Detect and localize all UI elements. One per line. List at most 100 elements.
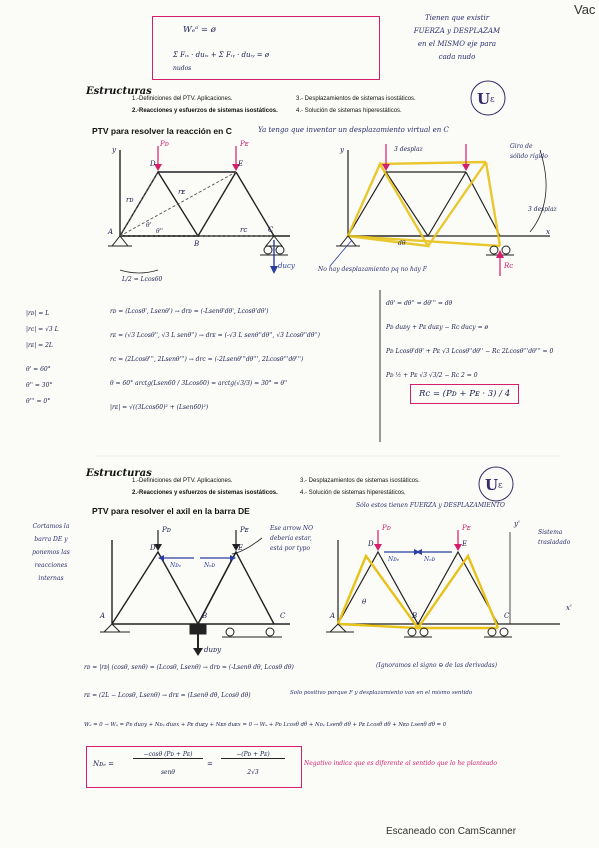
- props-left: |rᴅ| = L |rᴄ| = √3 L |rᴇ| = 2L θ' = 60° …: [26, 306, 59, 410]
- section1-title: PTV para resolver la reacción en C: [92, 126, 232, 136]
- angle-theta-label: θ: [362, 598, 367, 606]
- svg-text:U: U: [477, 90, 490, 108]
- eq-re: rᴇ = (2L − Lcosθ, Lsenθ) → drᴇ = (Lsenθ …: [84, 692, 251, 699]
- node-label-c: C: [280, 612, 286, 620]
- eq-work: Wₑ = 0 → Wₑ = Pᴅ duᴅy + Nᴅₑ duᴅx + Pᴇ du…: [84, 722, 447, 728]
- result-lhs: Nᴅₑ =: [93, 760, 115, 768]
- arrow-note: Ese arrow NO debería estar, está por typ…: [270, 524, 313, 554]
- displacement-label-1: 3 desplaz: [394, 146, 423, 153]
- load-pd-label: Pᴅ: [160, 140, 169, 148]
- node-label-c: C: [268, 226, 274, 234]
- section2-title: PTV para resolver el axil en la barra DE: [92, 506, 250, 516]
- logo-text: Estructuras: [86, 468, 152, 479]
- prop-line: |rᴄ| = √3 L: [26, 326, 59, 333]
- top-formula-box: Wₑᵃ = ø Σ Fᵢₓ · duᵢₓ + Σ Fᵢᵧ · duᵢᵧ = ø …: [152, 16, 380, 80]
- result-note: Negativo indica que es diferente al sent…: [304, 760, 497, 767]
- node-label-c-right: C: [504, 612, 510, 620]
- cut-note-line: ponemos las: [32, 549, 70, 556]
- result-rc-box: Rᴄ = (Pᴅ + Pᴇ · 3) / 4: [410, 384, 520, 404]
- section1-logo: Estructuras: [86, 86, 152, 97]
- translated-note-line: trasladado: [538, 539, 571, 546]
- displacement-label-2: 3 desplaz: [528, 206, 557, 213]
- prop-line: |rᴅ| = L: [26, 310, 50, 317]
- vector-re-label: rᴇ: [178, 188, 186, 196]
- svg-text:U: U: [485, 476, 498, 494]
- formula-line2-sub: nudos: [173, 65, 192, 72]
- result-numerator: −cosθ (Pᴅ + Pᴇ): [133, 751, 203, 759]
- rigid-note-line: sólido rígido: [510, 153, 548, 160]
- axis-x-label: x': [566, 604, 572, 612]
- prop-line: θ'' = 30°: [26, 382, 53, 389]
- load-pd-label: Pᴅ: [162, 526, 171, 534]
- eq-line: |rᴇ| = √((3Lcos60)² + (Lsen60)²): [110, 404, 209, 411]
- load-pe-label: Pᴇ: [240, 140, 249, 148]
- formula-line2: Σ Fᵢₓ · duᵢₓ + Σ Fᵢᵧ · duᵢᵧ = ø: [173, 51, 270, 59]
- result-nde-box: Nᴅₑ = −cosθ (Pᴅ + Pᴇ) senθ = −(Pᴅ + Pᴇ) …: [86, 746, 302, 788]
- arrow-note-line: debería estar,: [270, 535, 312, 542]
- section2-logo: Estructuras: [86, 468, 152, 479]
- prop-line: θ''' = 0°: [26, 398, 51, 405]
- node-label-e-right: E: [462, 540, 468, 548]
- top-note-line: Tienen que existir: [424, 14, 490, 22]
- rigid-note: Giro de sólido rígido: [510, 142, 548, 162]
- rigid-note-line: Giro de: [510, 143, 533, 150]
- node-label-a: A: [100, 612, 106, 620]
- menu-item: 4.- Solución de sistemas hiperestáticos.: [296, 108, 402, 114]
- section2-subtitle-note: Sólo estos tienen FUERZA y DESPLAZAMIENT…: [356, 502, 505, 509]
- eq-line: θ = 60° arctg(Lsen60 / 3Lcos60) = arctg(…: [110, 380, 288, 387]
- axis-y-label-2: y: [340, 146, 344, 154]
- node-label-d-right: D: [368, 540, 374, 548]
- node-label-a: A: [108, 228, 114, 236]
- eq-line: rᴄ = (2Lcosθ''', 2Lsenθ''') → drᴄ = (-2L…: [110, 356, 304, 363]
- svg-text:ε: ε: [490, 95, 495, 105]
- axis-y-label: y: [112, 146, 116, 154]
- axial-ned-label-right: Nₑᴅ: [424, 556, 436, 563]
- cut-note-line: internas: [38, 575, 64, 582]
- eq-note-sign: (Ignoramos el signo ⊖ de las derivadas): [376, 662, 498, 669]
- node-label-b: B: [202, 612, 208, 620]
- arrow-note-line: está por typo: [270, 545, 311, 552]
- menu-item: 1.-Definiciones del PTV. Aplicaciones.: [132, 478, 233, 484]
- eq-line: Pᴅ duᴅy + Pᴇ duᴇy − Rᴄ duᴄy = ø: [386, 324, 489, 331]
- eq-line: rᴇ = (√3 Lcosθ'', √3 L senθ'') → drᴇ = (…: [110, 332, 320, 339]
- eq-rd: rᴅ = |rᴅ| (cosθ, senθ) = (Lcosθ, Lsenθ) …: [84, 664, 294, 671]
- axial-ned-label: Nₑᴅ: [204, 562, 216, 569]
- eq-line: Pᴅ Lcosθ'dθ' + Pᴇ √3 Lcosθ''dθ'' − Rᴄ 2L…: [386, 348, 554, 355]
- translated-note-line: Sistema: [538, 529, 563, 536]
- angle-theta2-label: θ'': [156, 228, 163, 235]
- dtheta-label: dθ: [398, 240, 406, 247]
- result-numerator-2: −(Pᴅ + Pᴇ): [221, 751, 285, 759]
- reaction-rc-label: Rᴄ: [504, 262, 514, 270]
- axis-x-label: x: [546, 228, 550, 236]
- load-pd-label-right: Pᴅ: [382, 524, 391, 532]
- load-pe-label: Pᴇ: [240, 526, 249, 534]
- arrow-note-line: Ese arrow NO: [270, 525, 314, 532]
- eq-line: dθ' = dθ'' = dθ''' = dθ: [386, 300, 453, 307]
- du-by-label: duᴅy: [204, 646, 222, 654]
- top-note: Tienen que existir FUERZA y DESPLAZAM en…: [392, 12, 522, 64]
- svg-text:ε: ε: [498, 481, 503, 491]
- node-label-e: E: [238, 160, 244, 168]
- eq-line: Pᴅ ½ + Pᴇ √3 √3/2 − Rᴄ 2 = 0: [386, 372, 478, 379]
- eq-line: rᴅ = (Lcosθ', Lsenθ') → drᴅ = (-Lsenθ'dθ…: [110, 308, 269, 315]
- logo-text: Estructuras: [86, 86, 152, 97]
- axis-y-label: y': [514, 520, 520, 528]
- result-denominator: senθ: [160, 769, 176, 776]
- node-label-e: E: [238, 544, 244, 552]
- translated-system-note: Sistema trasladado: [538, 528, 570, 548]
- axial-nde-label-right: Nᴅₑ: [388, 556, 400, 563]
- angle-theta1-label: θ': [146, 222, 152, 229]
- eq-note-positive: Solo positivo porque F y desplazamiento …: [290, 690, 473, 696]
- prop-line: |rᴇ| = 2L: [26, 342, 53, 349]
- cut-note-line: reacciones: [34, 562, 68, 569]
- vector-rd-label: rᴅ: [126, 196, 134, 204]
- length-note: L/2 = Lcos60: [122, 276, 163, 283]
- axial-nde-label: Nᴅₑ: [170, 562, 182, 569]
- menu-item: 2.-Reacciones y esfuerzos de sistemas is…: [132, 108, 278, 114]
- node-label-b-right: B: [412, 612, 418, 620]
- corner-tag: Vac: [574, 2, 596, 17]
- section1-title-note: Ya tengo que inventar un desplazamiento …: [258, 126, 449, 134]
- menu-item: 4.- Solución de sistemas hiperestáticos.: [300, 490, 406, 496]
